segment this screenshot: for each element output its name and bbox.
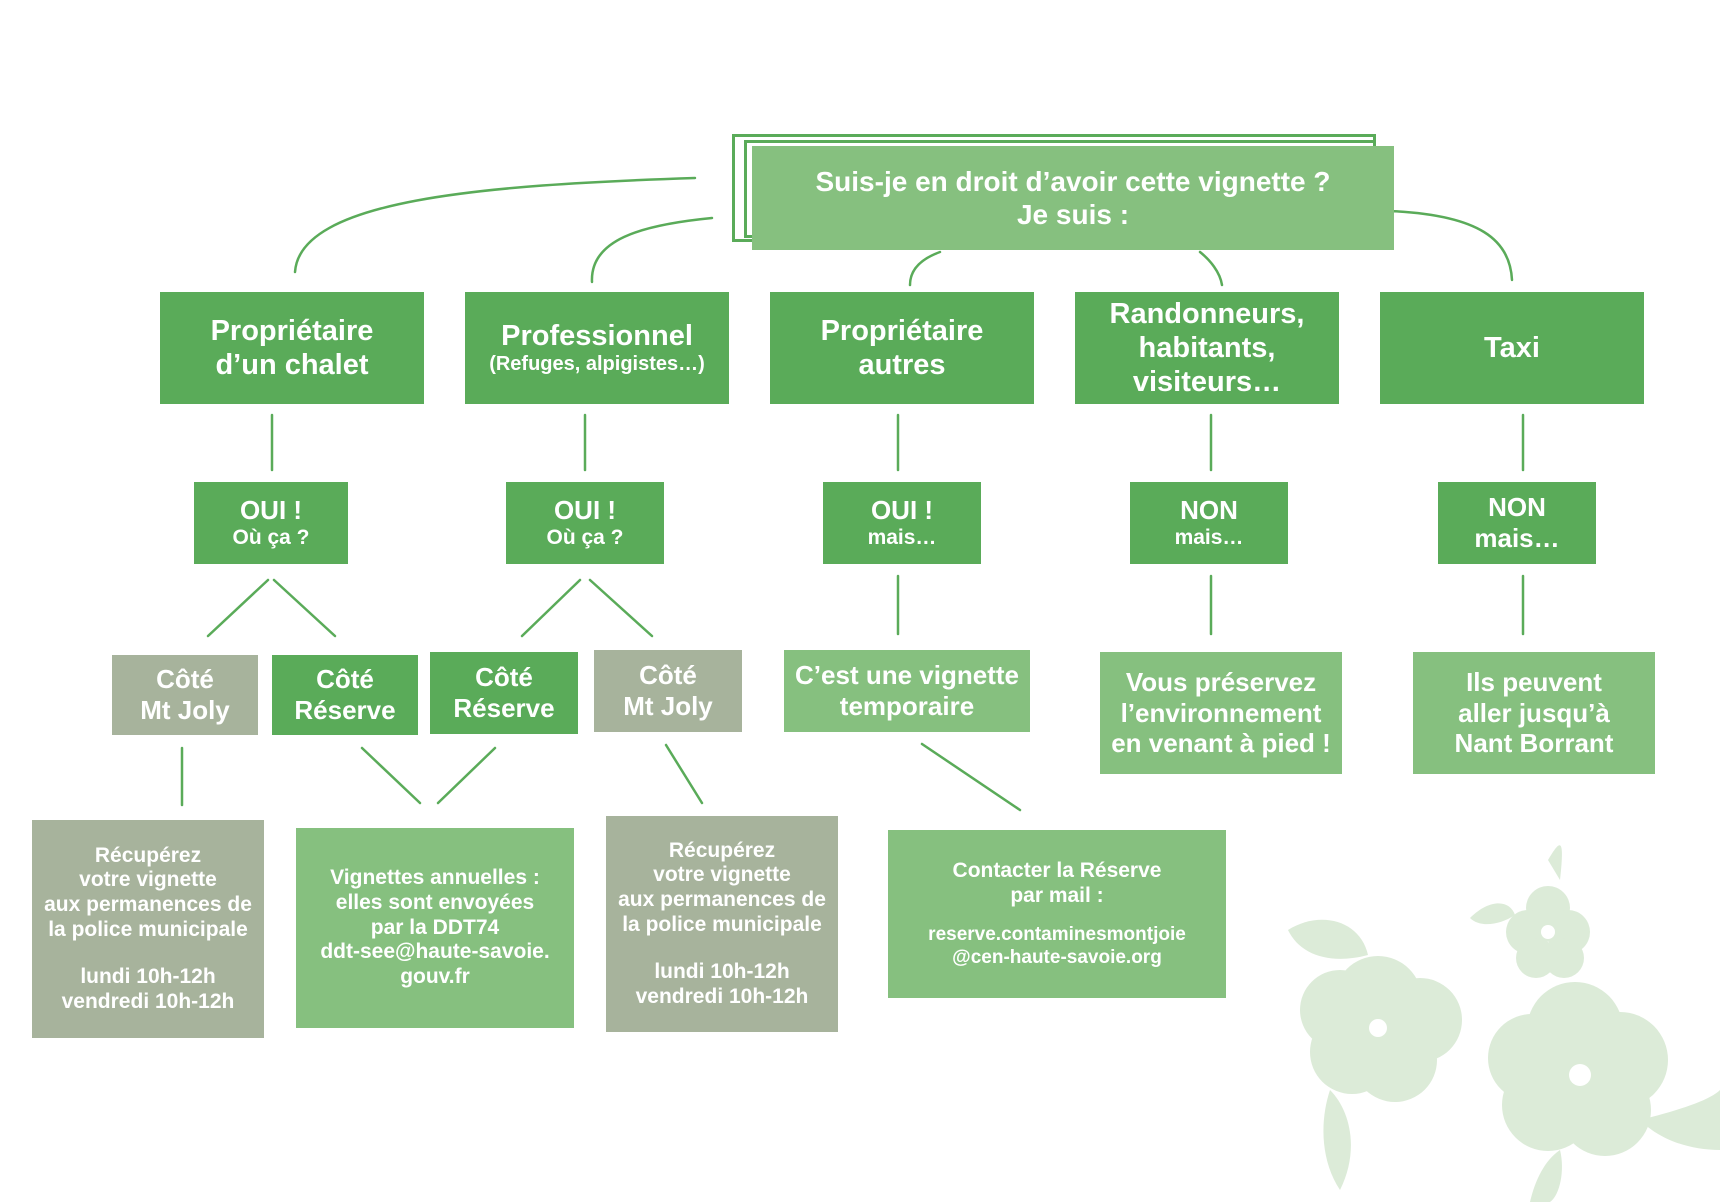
category-other-owner: Propriétaire autres — [770, 292, 1034, 404]
result-police-left-line3: aux permanences de — [44, 893, 252, 917]
result-contact: Contacter la Réserve par mail : reserve.… — [888, 830, 1226, 998]
result-contact-line2: par mail : — [1010, 883, 1104, 907]
result-contact-email-line1: reserve.contaminesmontjoie — [928, 924, 1186, 946]
category-hikers: Randonneurs, habitants, visiteurs… — [1075, 292, 1339, 404]
category-other-owner-line1: Propriétaire — [820, 314, 984, 347]
side-reserve-left: Côté Réserve — [272, 655, 418, 735]
flower-large-right-icon — [1488, 982, 1720, 1202]
side-mt-joly-right-line2: Mt Joly — [623, 691, 713, 721]
answer-chalet-owner-line2: Où ça ? — [232, 525, 310, 549]
answer-taxi: NON mais… — [1438, 482, 1596, 564]
category-taxi-line1: Taxi — [1484, 331, 1540, 364]
category-hikers-line2: habitants, — [1138, 331, 1276, 364]
result-police-right-line2: votre vignette — [653, 863, 791, 887]
note-taxi-line1: Ils peuvent — [1466, 666, 1602, 697]
connector-title-cat3 — [908, 250, 942, 287]
result-police-left-line2: votre vignette — [79, 868, 217, 892]
side-reserve-right-line1: Côté — [475, 662, 533, 693]
category-professional: Professionnel (Refuges, alpigistes…) — [465, 292, 729, 404]
note-walkers-line3: en venant à pied ! — [1111, 728, 1331, 759]
note-walkers: Vous préservez l’environnement en venant… — [1100, 652, 1342, 774]
connector-ans2-side3 — [520, 578, 582, 638]
result-police-right-line3: aux permanences de — [618, 888, 826, 912]
title-box: Suis-je en droit d’avoir cette vignette … — [752, 146, 1394, 250]
result-ddt-email-line1: ddt-see@haute-savoie. — [320, 940, 550, 964]
note-taxi-line2: aller jusqu’à — [1458, 697, 1610, 728]
result-ddt-line2: elles sont envoyées — [335, 890, 535, 914]
category-chalet-owner: Propriétaire d’un chalet — [160, 292, 424, 404]
result-police-right-line6: vendredi 10h-12h — [635, 984, 809, 1008]
answer-professional: OUI ! Où ça ? — [506, 482, 664, 564]
category-hikers-line1: Randonneurs, — [1109, 297, 1305, 330]
answer-other-owner-line2: mais… — [867, 525, 937, 549]
result-ddt-line3: par la DDT74 — [370, 915, 500, 939]
note-temporary-line2: temporaire — [839, 691, 975, 721]
result-ddt-line1: Vignettes annuelles : — [330, 866, 540, 890]
flower-decoration — [1288, 845, 1720, 1202]
result-police-right-line5: lundi 10h-12h — [654, 959, 790, 983]
result-police-left-line5: lundi 10h-12h — [80, 964, 216, 988]
title-line1: Suis-je en droit d’avoir cette vignette … — [815, 165, 1331, 197]
connector-side3-ddt — [436, 746, 497, 805]
result-police-left-line4: la police municipale — [48, 918, 248, 941]
result-ddt-email-line2: gouv.fr — [400, 965, 470, 989]
category-taxi: Taxi — [1380, 292, 1644, 404]
result-contact-line1: Contacter la Réserve — [952, 858, 1162, 882]
note-temporary: C’est une vignette temporaire — [784, 650, 1030, 732]
answer-professional-line2: Où ça ? — [546, 525, 624, 549]
result-police-right-line1: Récupérez — [668, 838, 776, 862]
result-police-left-line6: vendredi 10h-12h — [61, 989, 235, 1013]
note-taxi-line3: Nant Borrant — [1454, 728, 1614, 759]
connector-ans1-side1 — [206, 578, 270, 638]
flower-large-left-icon — [1288, 919, 1462, 1190]
answer-taxi-line2: mais… — [1474, 523, 1560, 553]
connector-title-cat2 — [590, 216, 714, 284]
side-reserve-left-line2: Réserve — [294, 695, 396, 725]
title-line2: Je suis : — [1016, 199, 1130, 230]
side-reserve-left-line1: Côté — [316, 664, 374, 695]
connector-title-cat5 — [1388, 209, 1514, 282]
result-police-right: Récupérez votre vignette aux permanences… — [606, 816, 838, 1032]
side-mt-joly-right-line1: Côté — [639, 660, 697, 691]
side-mt-joly-left-line2: Mt Joly — [140, 695, 230, 725]
answer-hikers-line1: NON — [1180, 495, 1238, 526]
result-contact-email-line2: @cen-haute-savoie.org — [952, 946, 1162, 968]
connector-title-cat4 — [1198, 250, 1224, 287]
result-police-left: Récupérez votre vignette aux permanences… — [32, 820, 264, 1038]
side-reserve-right: Côté Réserve — [430, 652, 578, 734]
answer-professional-line1: OUI ! — [553, 495, 617, 526]
note-taxi: Ils peuvent aller jusqu’à Nant Borrant — [1413, 652, 1655, 774]
connector-title-cat1 — [293, 176, 697, 274]
category-professional-line1: Professionnel — [501, 320, 693, 353]
side-mt-joly-right: Côté Mt Joly — [594, 650, 742, 732]
answer-other-owner-line1: OUI ! — [870, 495, 934, 526]
answer-hikers-line2: mais… — [1174, 525, 1244, 549]
category-chalet-owner-line2: d’un chalet — [215, 349, 369, 381]
flower-small-icon — [1470, 845, 1590, 978]
connector-side4-police — [664, 743, 704, 805]
answer-taxi-line1: NON — [1488, 492, 1546, 523]
result-police-right-line4: la police municipale — [622, 913, 822, 936]
side-mt-joly-left: Côté Mt Joly — [112, 655, 258, 735]
connector-side2-ddt — [360, 746, 422, 805]
connector-ans2-side4 — [588, 578, 654, 638]
category-chalet-owner-line1: Propriétaire — [210, 314, 374, 347]
note-walkers-line2: l’environnement — [1120, 697, 1322, 728]
side-mt-joly-left-line1: Côté — [156, 664, 214, 695]
category-hikers-line3: visiteurs… — [1132, 366, 1282, 399]
category-other-owner-line2: autres — [858, 349, 946, 381]
connector-ans1-side2 — [272, 578, 337, 638]
category-professional-sub: (Refuges, alpigistes…) — [489, 353, 705, 376]
answer-other-owner: OUI ! mais… — [823, 482, 981, 564]
note-temporary-line1: C’est une vignette — [795, 660, 1019, 691]
note-walkers-line1: Vous préservez — [1125, 666, 1317, 697]
side-reserve-right-line2: Réserve — [453, 693, 555, 723]
answer-hikers: NON mais… — [1130, 482, 1288, 564]
result-police-left-line1: Récupérez — [94, 843, 202, 867]
connector-temp-contact — [920, 742, 1022, 812]
result-ddt: Vignettes annuelles : elles sont envoyée… — [296, 828, 574, 1028]
answer-chalet-owner: OUI ! Où ça ? — [194, 482, 348, 564]
answer-chalet-owner-line1: OUI ! — [239, 495, 303, 526]
